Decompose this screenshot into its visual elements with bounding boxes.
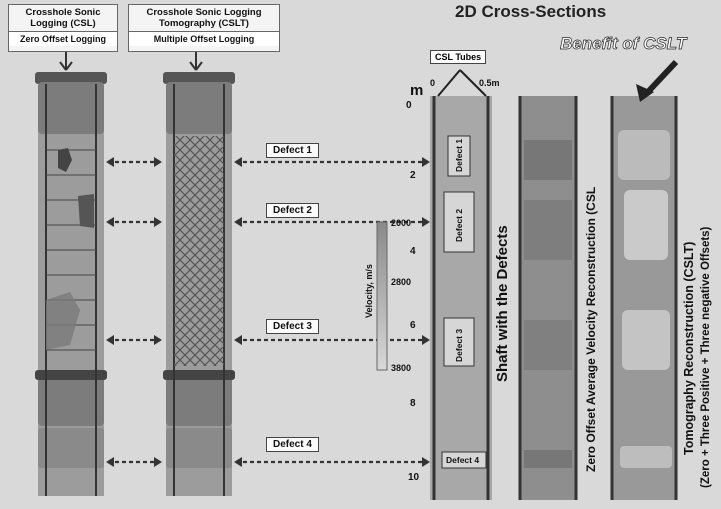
depth-6: 6 [410, 320, 416, 331]
arrow-heads [106, 157, 430, 467]
cslt-section-label-2: (Zero + Three Positive + Three negative … [700, 226, 712, 488]
defect-2-label: Defect 2 [266, 203, 319, 218]
velocity-tick-2800: 2800 [391, 277, 412, 287]
defect-4-label: Defect 4 [266, 437, 319, 452]
cslt-header: Crosshole Sonic Logging Tomography (CSLT… [128, 4, 280, 52]
depth-8: 8 [410, 398, 416, 409]
velocity-tick-3800: 3800 [391, 363, 412, 373]
depth-0: 0 [406, 100, 412, 111]
cslt-section-label-1: Tomography Reconstruction (CSLT) [682, 241, 696, 455]
scale-left: 0 [430, 78, 436, 88]
csl-shaft [35, 72, 107, 496]
section-defect-1: Defect 1 [454, 138, 464, 172]
cslt-header-subtitle: Multiple Offset Logging [129, 31, 279, 46]
cslt-shaft [163, 72, 235, 496]
benefit-callout: Benefit of CSLT [560, 34, 687, 54]
section-defect-2: Defect 2 [454, 208, 464, 242]
csl-header-subtitle: Zero Offset Logging [9, 31, 117, 46]
csl-tubes-pointer [437, 69, 487, 97]
csl-header-title: Crosshole Sonic Logging (CSL) [25, 7, 101, 29]
section-defect-4: Defect 4 [446, 455, 480, 465]
cslt-header-title: Crosshole Sonic Logging Tomography (CSLT… [146, 7, 262, 29]
cross-sections-title: 2D Cross-Sections [455, 2, 607, 21]
defect-1-label: Defect 1 [266, 143, 319, 158]
benefit-arrow [636, 59, 679, 102]
depth-10: 10 [408, 472, 420, 483]
csl-tubes-label: CSL Tubes [430, 50, 487, 64]
defect-arrows [108, 160, 428, 464]
shaft-section-label: Shaft with the Defects [494, 225, 511, 382]
csl-section [518, 96, 578, 500]
velocity-colorbar [376, 221, 388, 371]
scale-right: 0.5m [479, 78, 500, 88]
depth-4: 4 [410, 246, 416, 257]
velocity-tick-2000: 2000 [391, 218, 412, 228]
cslt-section [610, 96, 678, 500]
velocity-label: Velocity, m/s [364, 264, 374, 318]
depth-unit: m [410, 82, 424, 99]
csl-header: Crosshole Sonic Logging (CSL) Zero Offse… [8, 4, 118, 52]
defect-3-label: Defect 3 [266, 319, 319, 334]
section-defect-3: Defect 3 [454, 328, 464, 362]
shaft-section [430, 96, 492, 500]
depth-2: 2 [410, 170, 416, 181]
csl-section-label: Zero Offset Average Velocity Reconstruct… [584, 186, 598, 472]
csl-probe-arrows [59, 52, 203, 71]
